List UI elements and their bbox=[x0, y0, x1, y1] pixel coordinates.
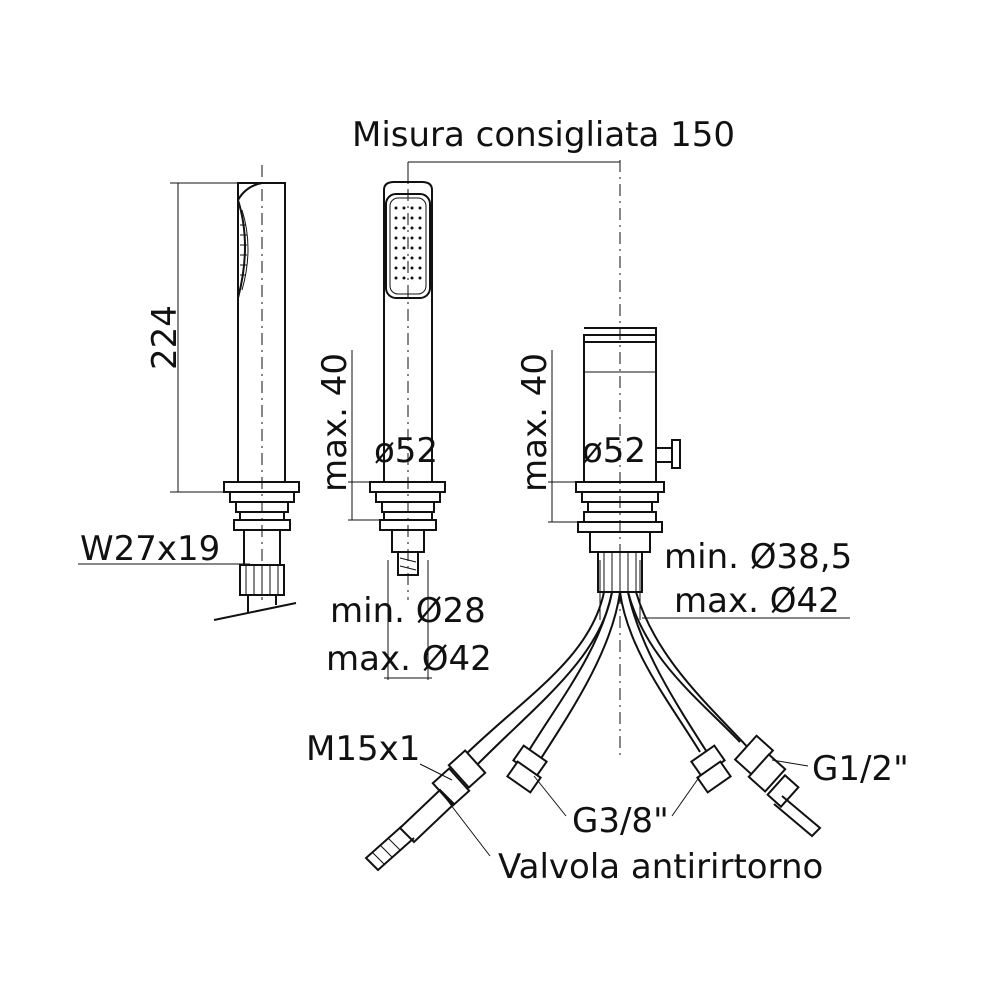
diameter-52-label-left: ø52 bbox=[374, 431, 438, 471]
hand-shower-side-view bbox=[78, 165, 300, 621]
m15-thread-label: M15x1 bbox=[306, 729, 420, 769]
max-42-label-left: max. Ø42 bbox=[326, 639, 492, 679]
g38-thread-label: G3/8" bbox=[572, 801, 669, 841]
thread-w27-label: W27x19 bbox=[80, 529, 220, 569]
g38-fitting-right bbox=[689, 744, 733, 794]
height-dimension-label: 224 bbox=[145, 305, 185, 370]
mixer-body-view bbox=[364, 160, 850, 872]
g38-fitting-left bbox=[505, 744, 549, 794]
min-28-label: min. Ø28 bbox=[330, 591, 486, 631]
max-42-label-right: max. Ø42 bbox=[674, 581, 840, 621]
check-valve-assembly bbox=[364, 749, 487, 872]
check-valve-label: Valvola antirirtorno bbox=[498, 847, 823, 887]
g12-fitting bbox=[733, 734, 822, 838]
g12-thread-label: G1/2" bbox=[812, 749, 909, 789]
spray-nozzle-grid bbox=[394, 206, 422, 280]
hand-shower-front-view bbox=[348, 165, 446, 680]
max-40-label-right: max. 40 bbox=[515, 353, 555, 492]
max-40-label-left: max. 40 bbox=[315, 353, 355, 492]
min-38-5-label: min. Ø38,5 bbox=[664, 537, 852, 577]
recommended-distance-label: Misura consigliata 150 bbox=[352, 115, 735, 155]
diameter-52-label-right: ø52 bbox=[582, 431, 646, 471]
